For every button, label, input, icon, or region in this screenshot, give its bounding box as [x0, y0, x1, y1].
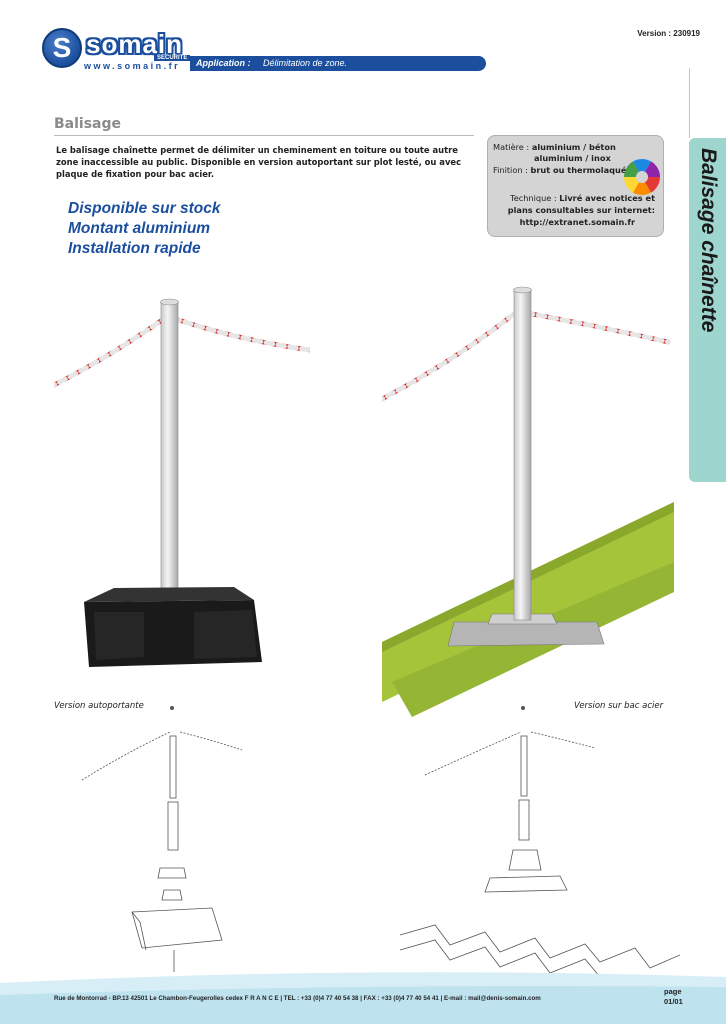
color-wheel-icon	[624, 158, 660, 196]
highlight-item: Installation rapide	[68, 240, 201, 257]
exploded-drawing-bac-acier	[399, 706, 680, 978]
technique-label: Technique :	[510, 193, 557, 203]
finition-value: brut ou thermolaqué	[530, 165, 627, 175]
highlights-list: Disponible sur stock Montant aluminium I…	[68, 199, 220, 259]
version-label: Version : 230919	[637, 29, 700, 38]
page-label: page	[664, 987, 682, 996]
photo-bac-acier	[382, 286, 674, 717]
logo-securite-tag: SECURITE	[154, 55, 191, 61]
highlight-item: Montant aluminium	[68, 220, 211, 237]
application-bar: Application : Délimitation de zone.	[190, 56, 486, 71]
matiere-value-2: aluminium / inox	[534, 153, 611, 163]
finition-label: Finition :	[493, 165, 528, 175]
caption-autoportant: Version autoportante	[54, 701, 144, 711]
product-description: Le balisage chaînette permet de délimite…	[56, 145, 462, 179]
side-tab-label: Balisage chaînette	[696, 148, 720, 333]
logo-brand-text: somain	[86, 29, 184, 59]
logo-s-circle-icon: S	[42, 28, 82, 68]
category-side-tab: Balisage chaînette	[689, 68, 726, 482]
specs-infobox: Matière : aluminium / béton aluminium / …	[487, 135, 664, 237]
technique-row: Technique : Livré avec notices et	[510, 193, 655, 204]
website-link[interactable]: www.somain.fr	[84, 61, 181, 71]
technique-value: Livré avec notices et	[559, 193, 655, 203]
application-value: Délimitation de zone.	[263, 58, 348, 68]
footer-band	[0, 972, 726, 1024]
highlight-item: Disponible sur stock	[68, 200, 221, 217]
exploded-drawing-autoportant	[81, 706, 243, 972]
page-indicator: page 01/01	[664, 987, 683, 1007]
somain-logo[interactable]: S somain SECURITE	[42, 26, 192, 72]
extranet-link[interactable]: http://extranet.somain.fr	[519, 217, 635, 227]
matiere-value: aluminium / béton	[531, 142, 616, 152]
footer-address: Rue de Montorrad - BP.13 42501 Le Chambo…	[54, 995, 541, 1002]
photo-autoportant	[54, 298, 310, 667]
section-title: Balisage	[54, 116, 122, 132]
caption-bac-acier: Version sur bac acier	[574, 701, 664, 711]
application-label: Application :	[196, 58, 251, 68]
technique-value-2: plans consultables sur internet:	[507, 205, 655, 215]
section-divider	[54, 135, 474, 136]
page-number: 01/01	[664, 997, 683, 1006]
matiere-label: Matière :	[493, 142, 530, 152]
matiere-row: Matière : aluminium / béton	[493, 142, 616, 153]
finition-row: Finition : brut ou thermolaqué	[493, 165, 626, 176]
